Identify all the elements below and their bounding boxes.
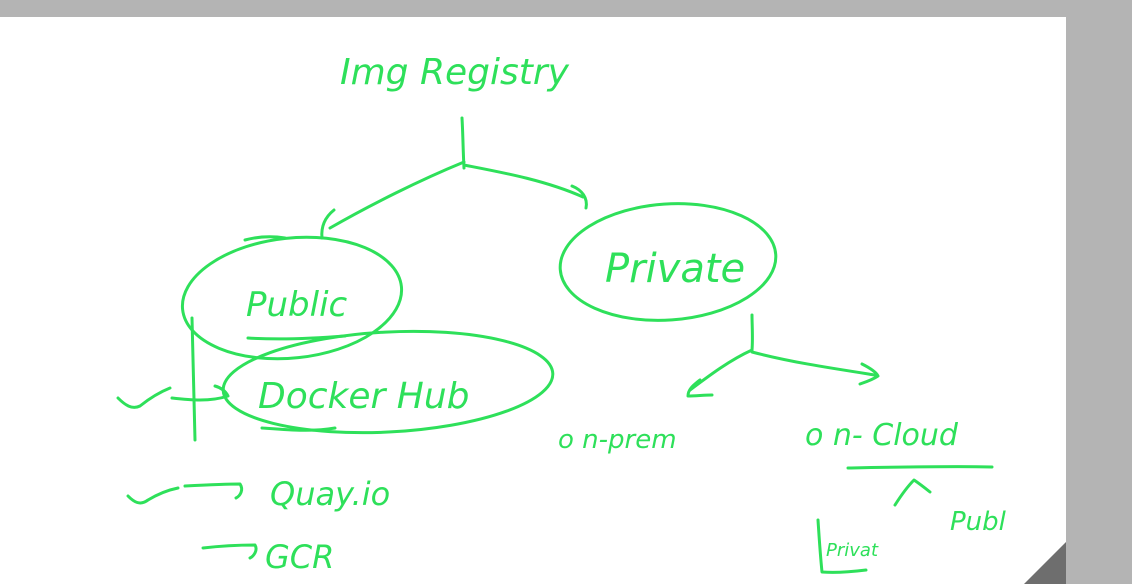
public-label: Public — [246, 285, 348, 325]
oncloud-caret — [893, 478, 932, 507]
arrowhead-private — [570, 184, 588, 210]
on-cloud-label: o n- Cloud — [805, 418, 959, 453]
arrowhead-public — [320, 208, 336, 240]
private-ellipse — [558, 202, 778, 322]
on-prem-label: o n-prem — [558, 425, 677, 455]
check-docker — [116, 386, 172, 409]
public-overline — [243, 235, 287, 242]
branch-to-public — [328, 160, 466, 230]
diagram-strokes — [116, 116, 994, 574]
docker-hub-label: Docker Hub — [258, 376, 470, 417]
page-corner-fold — [1024, 542, 1066, 584]
quay-label: Quay.io — [270, 475, 390, 513]
arrowhead-oncloud — [858, 362, 880, 386]
public-small-label: Publ — [950, 507, 1007, 537]
private-small-label: Privat — [826, 540, 879, 561]
arrow-docker — [170, 384, 230, 402]
root-stem — [460, 116, 466, 170]
title-label: Img Registry — [340, 52, 570, 93]
branch-to-private — [462, 163, 585, 199]
branch-to-oncloud — [750, 350, 877, 377]
private-label: Private — [605, 246, 745, 292]
gcr-label: GCR — [265, 538, 334, 576]
check-quay — [126, 486, 180, 505]
public-down-line — [190, 316, 197, 442]
arrowhead-onprem — [686, 378, 714, 398]
branch-to-onprem — [688, 348, 754, 392]
oncloud-underline — [846, 465, 994, 470]
privat-bracket — [816, 518, 868, 574]
docker-hub-underline — [260, 426, 337, 432]
diagram-labels: Img Registry Public Private Docker Hub Q… — [246, 52, 1007, 576]
arrow-gcr — [201, 543, 258, 560]
arrow-quay — [183, 482, 244, 500]
